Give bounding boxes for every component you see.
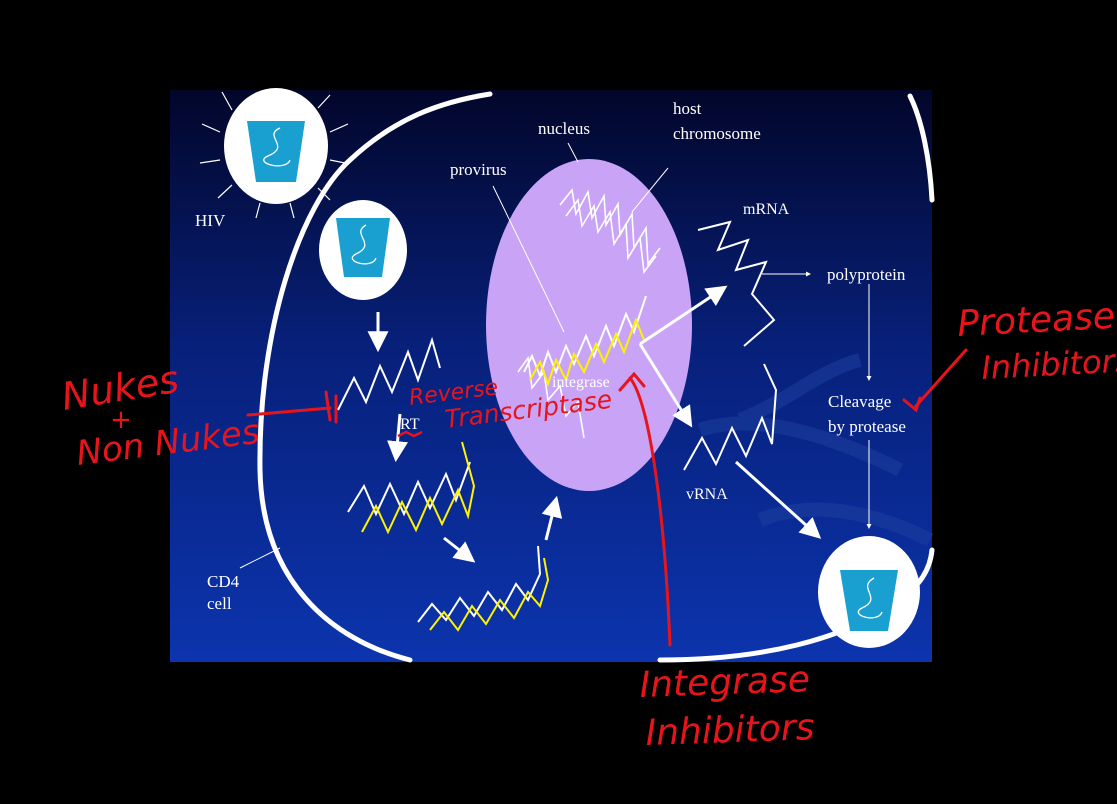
label-nucleus: nucleus	[538, 119, 590, 138]
nucleus	[486, 159, 692, 491]
leader-lines	[239, 142, 669, 569]
label-hiv: HIV	[195, 211, 226, 230]
label-mrna: mRNA	[743, 201, 790, 218]
label-host-1: host	[673, 99, 702, 118]
mrna-strand	[697, 220, 776, 347]
vrna-strand	[683, 363, 778, 471]
provirus	[523, 295, 647, 388]
ink-protease-inhibitors: Inhibitors	[980, 341, 1117, 387]
label-polyprotein: polyprotein	[827, 265, 906, 284]
entering-virion	[319, 200, 407, 300]
label-cd4-2: cell	[207, 594, 232, 613]
label-cleavage-2: by protease	[828, 417, 906, 436]
ds-dna	[417, 545, 550, 632]
thin-arrows	[762, 271, 872, 529]
ink-pointer-nukes	[246, 390, 338, 424]
ink-pointer-integrase	[618, 371, 672, 647]
process-arrows	[367, 285, 822, 563]
ink-plus: +	[110, 405, 132, 435]
ink-pointer-protease	[902, 348, 968, 413]
label-vrna: vRNA	[686, 486, 728, 503]
label-rt: RT	[400, 416, 420, 433]
background-swirls	[697, 353, 934, 547]
ink-protease: Protease	[956, 296, 1116, 345]
host-chromosome	[517, 188, 661, 439]
label-provirus: provirus	[450, 160, 507, 179]
progeny-virion	[818, 536, 920, 648]
label-cd4-1: CD4	[207, 572, 240, 591]
label-integrase: integrase	[552, 374, 610, 391]
hiv-virion	[199, 88, 349, 219]
diagram-labels: HIV nucleus host chromosome provirus mRN…	[195, 99, 906, 613]
ink-integrase: Integrase	[639, 659, 811, 706]
ink-integrase-inhibitors: Inhibitors	[645, 707, 815, 754]
label-cleavage-1: Cleavage	[828, 392, 891, 411]
rna-dna-hybrid	[347, 441, 476, 535]
label-host-2: chromosome	[673, 124, 761, 143]
ink-underline-rt	[397, 430, 423, 438]
viral-rna	[337, 336, 441, 411]
